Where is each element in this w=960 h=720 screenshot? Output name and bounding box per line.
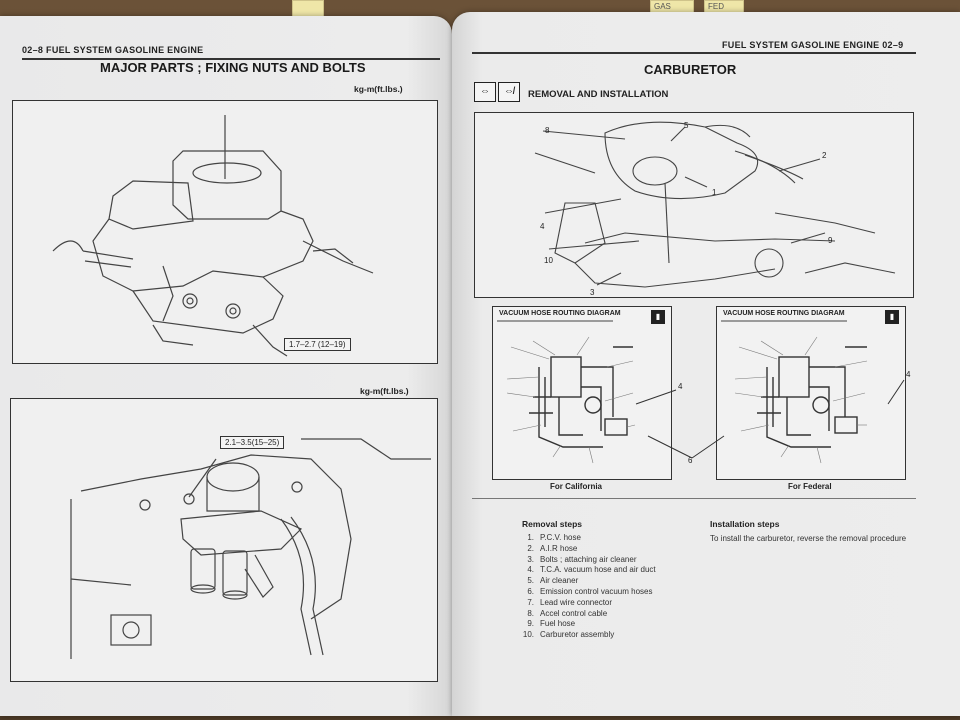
- torque-callout-upper: 1.7–2.7 (12–19): [284, 338, 351, 351]
- callout-3: 5: [684, 121, 689, 130]
- section-divider: [472, 498, 916, 499]
- callout-9: 10: [544, 256, 553, 265]
- torque-callout-lower: 2.1–3.5(15–25): [220, 436, 285, 449]
- right-page: FUEL SYSTEM GASOLINE ENGINE 02–9 CARBURE…: [452, 12, 960, 716]
- installation-text: To install the carburetor, reverse the r…: [710, 534, 907, 543]
- header-rule: [472, 52, 916, 54]
- vacuum-diagram-title-federal: VACUUM HOSE ROUTING DIAGRAM: [723, 310, 845, 317]
- list-item: 9.Fuel hose: [527, 619, 576, 629]
- list-item: 5.Air cleaner: [527, 576, 579, 586]
- list-item: 4.T.C.A. vacuum hose and air duct: [527, 565, 656, 575]
- callout-4: 4: [540, 222, 545, 231]
- carburetor-bolts-diagram: [12, 100, 438, 364]
- install-remove-icon: ⇎: [498, 82, 520, 102]
- label-6: 6: [688, 456, 693, 465]
- egr-valve-drawing: [70, 438, 431, 659]
- left-page-title: MAJOR PARTS ; FIXING NUTS AND BOLTS: [100, 60, 366, 75]
- caption-federal: For Federal: [788, 482, 832, 491]
- removal-steps-heading: Removal steps: [522, 519, 582, 529]
- list-item: 6.Emission control vacuum hoses: [527, 586, 653, 596]
- left-page-header: 02–8 FUEL SYSTEM GASOLINE ENGINE: [22, 45, 204, 55]
- callout-10: 3: [590, 288, 595, 297]
- unit-label-top: kg-m(ft.lbs.): [354, 84, 403, 94]
- carburetor-drawing: [52, 115, 374, 357]
- right-page-title: CARBURETOR: [644, 62, 737, 77]
- caption-california: For California: [550, 482, 603, 491]
- label-4-federal: 4: [906, 370, 911, 379]
- installation-steps-heading: Installation steps: [710, 519, 780, 529]
- section-subtitle: REMOVAL AND INSTALLATION: [528, 89, 669, 100]
- label-4-california: 4: [678, 382, 683, 391]
- callout-2: 2: [822, 151, 827, 160]
- right-page-header: FUEL SYSTEM GASOLINE ENGINE 02–9: [722, 40, 904, 50]
- carburetor-removal-diagram: [474, 112, 914, 298]
- callout-5: 8: [545, 126, 550, 135]
- federal-hose-drawing: [721, 320, 868, 464]
- list-item: 10.Carburetor assembly: [522, 630, 615, 640]
- engine-bay-drawing: [534, 121, 896, 288]
- vacuum-diagram-california: VACUUM HOSE ROUTING DIAGRAM ▮: [492, 306, 672, 480]
- list-item: 1.P.C.V. hose: [527, 533, 581, 542]
- list-item: 2.A.I.R hose: [527, 543, 578, 553]
- california-badge-icon: ▮: [651, 310, 665, 324]
- remove-install-icon: ⇔: [474, 82, 496, 102]
- list-item: 3.Bolts ; attaching air cleaner: [527, 554, 637, 564]
- callout-1: 1: [712, 188, 717, 197]
- removal-steps-list: 1.P.C.V. hose 2.A.I.R hose 3.Bolts ; att…: [514, 533, 656, 641]
- list-item: 7.Lead wire connector: [527, 597, 613, 607]
- list-item: 8.Accel control cable: [527, 608, 608, 618]
- header-rule: [22, 58, 440, 60]
- federal-badge-icon: ▮: [885, 310, 899, 324]
- california-hose-drawing: [497, 320, 636, 464]
- unit-label-bottom: kg-m(ft.lbs.): [360, 386, 409, 396]
- left-page: 02–8 FUEL SYSTEM GASOLINE ENGINE MAJOR P…: [0, 16, 452, 716]
- callout-8: 9: [828, 236, 833, 245]
- vacuum-diagram-federal: VACUUM HOSE ROUTING DIAGRAM ▮: [716, 306, 906, 480]
- vacuum-diagram-title: VACUUM HOSE ROUTING DIAGRAM: [499, 310, 621, 317]
